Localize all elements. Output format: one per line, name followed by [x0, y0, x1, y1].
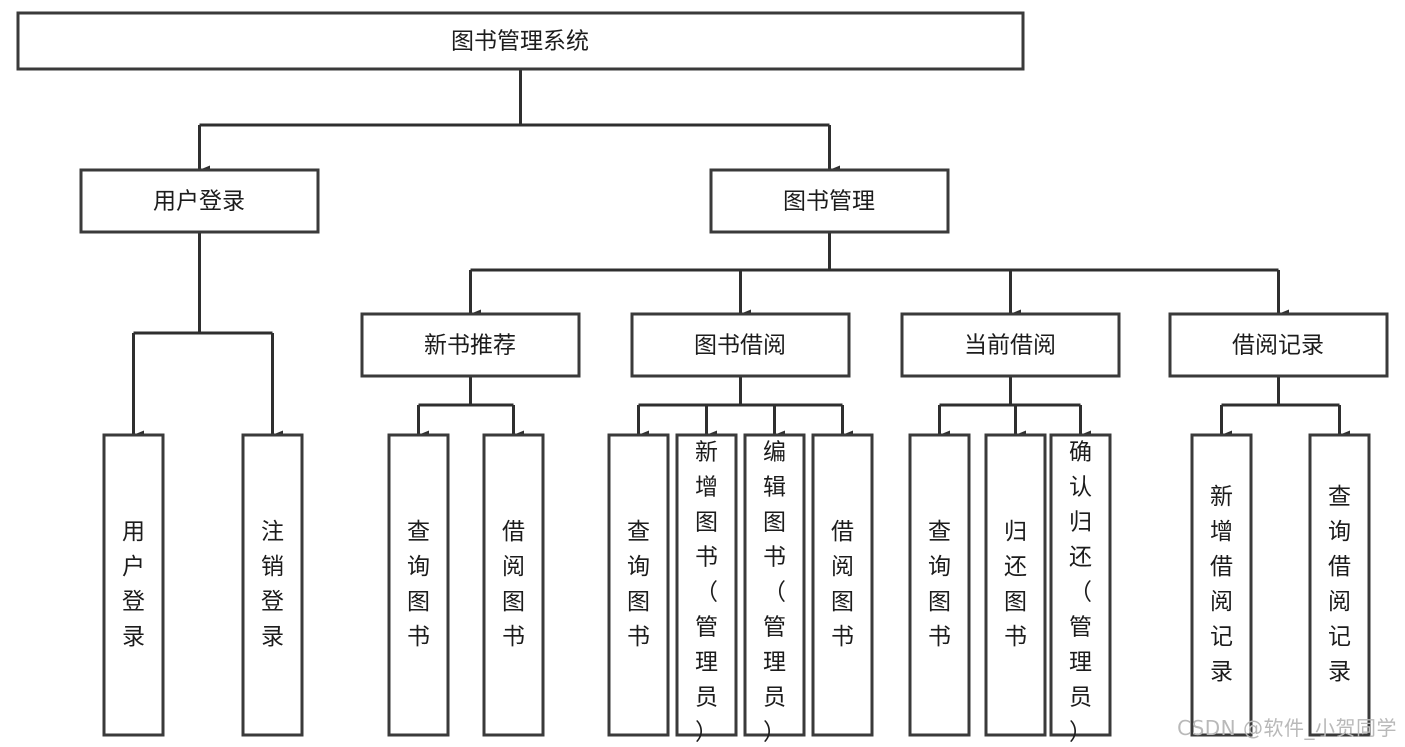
node-root-box[interactable]: [16, 11, 1025, 71]
node-leaf-add-record-box[interactable]: [1190, 433, 1253, 737]
node-leaf-edit-book-label: 编辑图书（管理员）: [763, 440, 786, 746]
node-leaf-query-book-1-box[interactable]: [387, 433, 450, 737]
node-root-label: 图书管理系统: [451, 29, 589, 55]
node-leaf-query-book-3-box[interactable]: [908, 433, 971, 737]
node-leaf-confirm-return-box[interactable]: [1049, 433, 1112, 737]
node-leaf-user-logout-label: 注销登录: [261, 519, 284, 650]
node-user-login-label: 用户登录: [153, 189, 245, 215]
connector-layer: [132, 69, 1350, 440]
node-leaf-add-book-box[interactable]: [675, 433, 738, 737]
node-new-book-rec[interactable]: 新书推荐: [360, 312, 581, 378]
node-leaf-user-login-box[interactable]: [102, 433, 165, 737]
node-leaf-edit-book[interactable]: 编辑图书（管理员）: [743, 433, 806, 746]
node-new-book-rec-label: 新书推荐: [424, 333, 516, 359]
node-leaf-return-book[interactable]: 归还图书: [984, 433, 1047, 737]
node-leaf-return-book-box[interactable]: [984, 433, 1047, 737]
node-leaf-query-book-2[interactable]: 查询图书: [607, 433, 670, 737]
node-book-manage-box[interactable]: [709, 168, 950, 234]
node-current-borrow[interactable]: 当前借阅: [900, 312, 1121, 378]
node-leaf-confirm-return-label: 确认归还（管理员）: [1069, 440, 1092, 746]
node-book-manage-label: 图书管理: [783, 189, 875, 215]
node-leaf-query-record-label: 查询借阅记录: [1328, 484, 1351, 685]
node-root[interactable]: 图书管理系统: [16, 11, 1025, 71]
node-book-manage[interactable]: 图书管理: [709, 168, 950, 234]
node-leaf-query-book-3[interactable]: 查询图书: [908, 433, 971, 737]
node-leaf-query-book-2-label: 查询图书: [627, 519, 650, 650]
node-leaf-add-book-label: 新增图书（管理员）: [695, 440, 718, 746]
node-leaf-user-logout-box[interactable]: [241, 433, 304, 737]
node-leaf-borrow-book-2[interactable]: 借阅图书: [811, 433, 874, 737]
node-user-login-box[interactable]: [79, 168, 320, 234]
node-leaf-return-book-label: 归还图书: [1004, 519, 1027, 650]
node-borrow-record[interactable]: 借阅记录: [1168, 312, 1389, 378]
node-leaf-borrow-book-1[interactable]: 借阅图书: [482, 433, 545, 737]
node-leaf-edit-book-box[interactable]: [743, 433, 806, 737]
node-current-borrow-box[interactable]: [900, 312, 1121, 378]
node-leaf-add-record-label: 新增借阅记录: [1210, 484, 1233, 685]
node-leaf-query-record-box[interactable]: [1308, 433, 1371, 737]
node-leaf-query-record[interactable]: 查询借阅记录: [1308, 433, 1371, 737]
node-leaf-borrow-book-2-label: 借阅图书: [831, 519, 854, 650]
node-book-borrow-label: 图书借阅: [694, 333, 786, 359]
node-book-borrow-box[interactable]: [630, 312, 851, 378]
node-leaf-query-book-1[interactable]: 查询图书: [387, 433, 450, 737]
node-current-borrow-label: 当前借阅: [964, 333, 1056, 359]
node-leaf-confirm-return[interactable]: 确认归还（管理员）: [1049, 433, 1112, 746]
node-book-borrow[interactable]: 图书借阅: [630, 312, 851, 378]
node-borrow-record-label: 借阅记录: [1232, 333, 1324, 359]
node-leaf-user-login[interactable]: 用户登录: [102, 433, 165, 737]
node-leaf-query-book-1-label: 查询图书: [407, 519, 430, 650]
node-user-login[interactable]: 用户登录: [79, 168, 320, 234]
node-borrow-record-box[interactable]: [1168, 312, 1389, 378]
node-leaf-query-book-3-label: 查询图书: [928, 519, 951, 650]
node-leaf-add-book[interactable]: 新增图书（管理员）: [675, 433, 738, 746]
node-leaf-user-logout[interactable]: 注销登录: [241, 433, 304, 737]
node-leaf-borrow-book-2-box[interactable]: [811, 433, 874, 737]
node-new-book-rec-box[interactable]: [360, 312, 581, 378]
node-leaf-borrow-book-1-box[interactable]: [482, 433, 545, 737]
node-leaf-add-record[interactable]: 新增借阅记录: [1190, 433, 1253, 737]
node-leaf-query-book-2-box[interactable]: [607, 433, 670, 737]
node-leaf-user-login-label: 用户登录: [122, 519, 145, 650]
node-leaf-borrow-book-1-label: 借阅图书: [502, 519, 525, 650]
leaf-layer: 用户登录 注销登录 查询图书 借阅图书 查询图书 新增图书（管理员） 编辑图书（管理员） 借阅…: [102, 433, 1371, 746]
